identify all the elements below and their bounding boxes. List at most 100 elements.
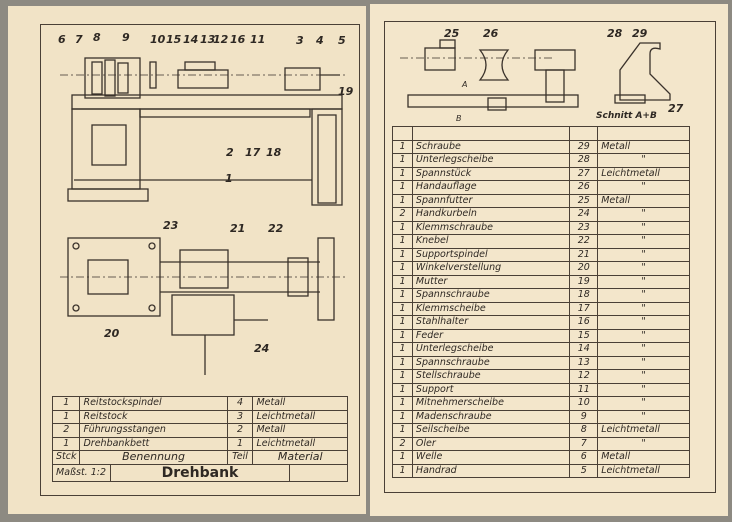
drawing-title: Drehbank bbox=[109, 464, 291, 482]
cell-name: Klemmschraube bbox=[411, 220, 571, 235]
callout: 11 bbox=[250, 33, 266, 46]
cell-part: 6 bbox=[569, 450, 599, 465]
cell-qty: 1 bbox=[392, 315, 413, 330]
callout: 7 bbox=[75, 33, 83, 46]
cell-qty: 1 bbox=[392, 288, 413, 303]
cell-part: 29 bbox=[569, 139, 599, 154]
cell-part: 1 bbox=[226, 436, 254, 451]
tool-rest-drawing bbox=[400, 39, 671, 111]
cell-part: 10 bbox=[569, 396, 599, 411]
cell-name: Handauflage bbox=[411, 180, 571, 195]
cell-qty: 1 bbox=[392, 234, 413, 249]
callout: 23 bbox=[163, 219, 179, 232]
cell-qty: 1 bbox=[392, 274, 413, 289]
cell-part: 22 bbox=[569, 234, 599, 249]
cell-part: 11 bbox=[569, 382, 599, 397]
callout: 28 bbox=[607, 27, 623, 40]
cell-name: Winkelverstellung bbox=[411, 261, 571, 276]
cell-qty: 1 bbox=[392, 261, 413, 276]
header-material: Material bbox=[252, 450, 348, 465]
cell-material: " bbox=[597, 301, 690, 316]
cell-material: " bbox=[597, 247, 690, 262]
cell-material: " bbox=[597, 328, 690, 343]
cell-name: Knebel bbox=[411, 234, 571, 249]
cell-material: " bbox=[597, 396, 690, 411]
callout: 26 bbox=[483, 27, 499, 40]
cell-qty: 1 bbox=[392, 382, 413, 397]
callout: 10 bbox=[150, 33, 166, 46]
callout: 4 bbox=[316, 34, 324, 47]
cell-material: " bbox=[597, 382, 690, 397]
cell-name: Madenschraube bbox=[411, 409, 571, 424]
cell-name: Unterlegscheibe bbox=[411, 153, 571, 168]
cell-name: Spannstück bbox=[411, 166, 571, 181]
cell-name: Führungsstangen bbox=[79, 423, 228, 438]
header-qty: Stck bbox=[51, 450, 81, 465]
cell-name: Unterlegscheibe bbox=[411, 342, 571, 357]
cell-part: 24 bbox=[569, 207, 599, 222]
cell-part: 26 bbox=[569, 180, 599, 195]
callout: 8 bbox=[93, 31, 101, 44]
cell-material: Metall bbox=[597, 139, 690, 154]
header-part: Teil bbox=[226, 450, 254, 465]
callout: 1 bbox=[225, 172, 233, 185]
cell-name: Handkurbeln bbox=[411, 207, 571, 222]
cell-part: 3 bbox=[226, 409, 254, 424]
lathe-top-view bbox=[60, 237, 345, 375]
cell-name: Spannschraube bbox=[411, 355, 571, 370]
cell-material: Leichtmetall bbox=[252, 409, 348, 424]
callout: 6 bbox=[58, 33, 66, 46]
cell-qty: 1 bbox=[392, 369, 413, 384]
cell-material: Leichtmetall bbox=[597, 463, 690, 478]
section-mark: B bbox=[456, 114, 462, 123]
cell-material: Metall bbox=[252, 423, 348, 438]
cell-name: Schraube bbox=[411, 139, 571, 154]
cell-part: 4 bbox=[226, 396, 254, 411]
cell-name: Supportspindel bbox=[411, 247, 571, 262]
cell-material: " bbox=[597, 288, 690, 303]
cell-part: 5 bbox=[569, 463, 599, 478]
cell-material: Leichtmetall bbox=[597, 166, 690, 181]
callout: 5 bbox=[338, 34, 346, 47]
cell-part: 12 bbox=[569, 369, 599, 384]
cell-name: Spannfutter bbox=[411, 193, 571, 208]
cell-qty: 1 bbox=[392, 423, 413, 438]
cell-part: 23 bbox=[569, 220, 599, 235]
scale-label: Maßst. 1:2 bbox=[52, 464, 111, 482]
callout: 22 bbox=[268, 222, 284, 235]
cell-name: Stahlhalter bbox=[411, 315, 571, 330]
cell-part: 19 bbox=[569, 274, 599, 289]
cell-part: 25 bbox=[569, 193, 599, 208]
cell-name: Stellschraube bbox=[411, 369, 571, 384]
cell-qty: 1 bbox=[392, 166, 413, 181]
cell-part: 15 bbox=[569, 328, 599, 343]
cell-name: Klemmscheibe bbox=[411, 301, 571, 316]
cell-name: Seilscheibe bbox=[411, 423, 571, 438]
lathe-side-view bbox=[60, 57, 345, 206]
cell-material: Metall bbox=[597, 450, 690, 465]
cell-qty: 1 bbox=[51, 436, 81, 451]
cell-qty: 1 bbox=[392, 153, 413, 168]
callout: 21 bbox=[230, 222, 246, 235]
cell-part: 27 bbox=[569, 166, 599, 181]
cell-part: 8 bbox=[569, 423, 599, 438]
cell-name: Feder bbox=[411, 328, 571, 343]
callout: 19 bbox=[338, 85, 354, 98]
empty-header-row bbox=[392, 126, 690, 141]
